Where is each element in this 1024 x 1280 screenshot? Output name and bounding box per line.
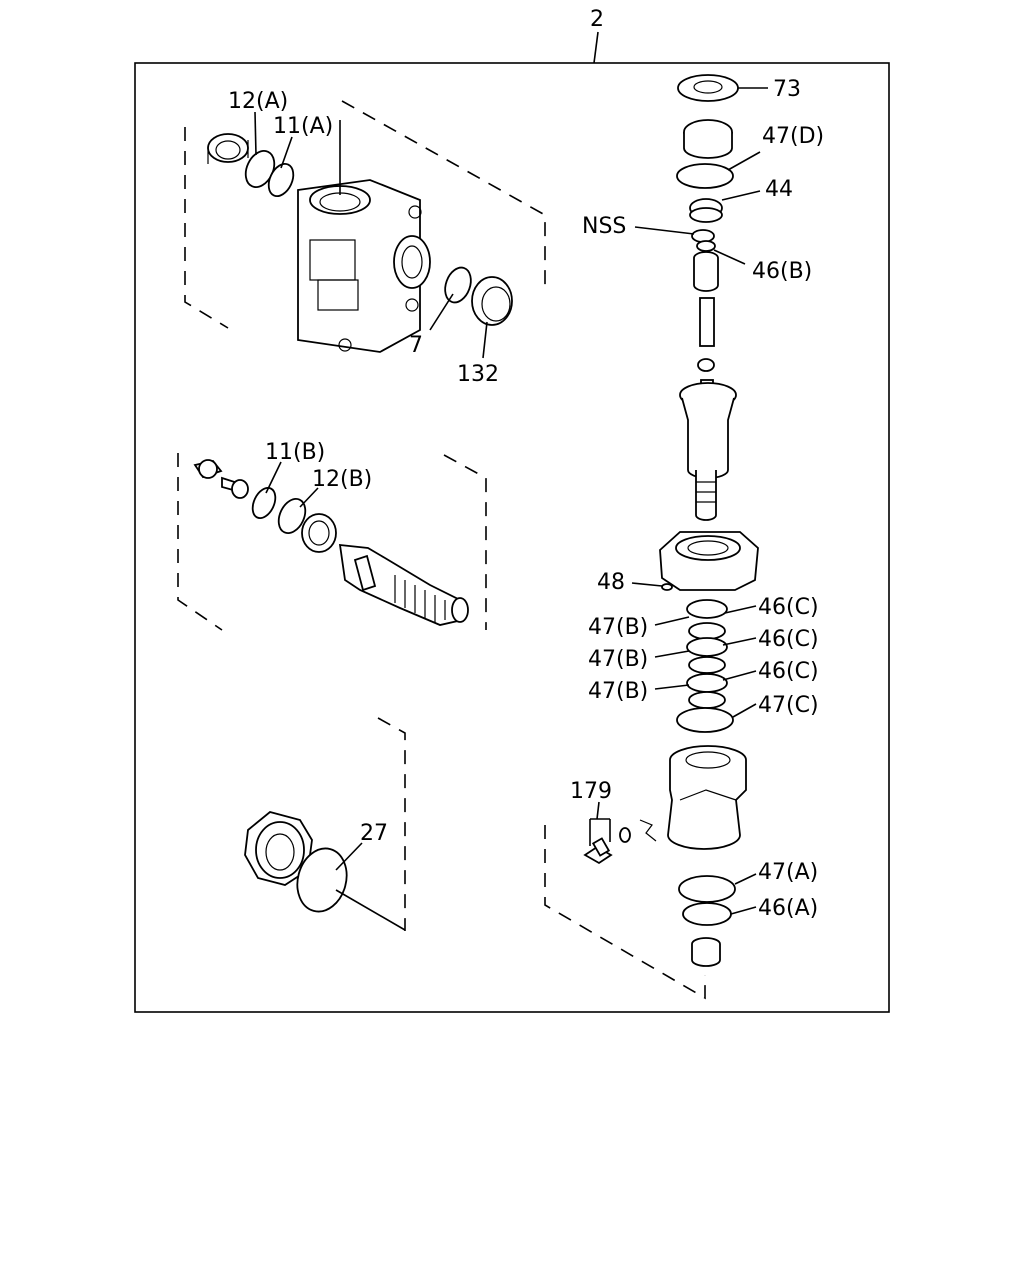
callout-11a: 11(A) [273, 114, 333, 139]
callout-132: 132 [457, 362, 499, 387]
callout-44: 44 [765, 177, 793, 202]
housing-group [184, 100, 546, 359]
callout-11b: 11(B) [265, 440, 325, 465]
callout-12a: 12(A) [228, 89, 288, 114]
callout-7: 7 [409, 333, 423, 358]
callout-47b-3: 47(B) [588, 679, 648, 704]
side-cover-group [244, 717, 406, 931]
diagram-frame [134, 62, 890, 1013]
callout-46c-1: 46(C) [758, 595, 819, 620]
callout-46c-2: 46(C) [758, 627, 819, 652]
callout-46a: 46(A) [758, 896, 818, 921]
callout-labels: 73 47(D) 44 NSS 46(B) 12(A) 11(A) 7 132 … [228, 77, 824, 921]
assembly-number: 2 [590, 7, 604, 32]
callout-46c-3: 46(C) [758, 659, 819, 684]
callout-48: 48 [597, 570, 625, 595]
callout-73: 73 [773, 77, 801, 102]
callout-27: 27 [360, 821, 388, 846]
callout-47a: 47(A) [758, 860, 818, 885]
sector-shaft-group [177, 453, 487, 631]
callout-47b-1: 47(B) [588, 615, 648, 640]
callout-12b: 12(B) [312, 467, 372, 492]
assembly-leader [593, 31, 599, 64]
callout-46b: 46(B) [752, 259, 812, 284]
callout-47d: 47(D) [762, 124, 824, 149]
callout-179: 179 [570, 779, 612, 804]
callout-47c: 47(C) [758, 693, 819, 718]
callout-nss: NSS [582, 214, 626, 239]
callout-47b-2: 47(B) [588, 647, 648, 672]
valve-stack-group [544, 74, 768, 1000]
